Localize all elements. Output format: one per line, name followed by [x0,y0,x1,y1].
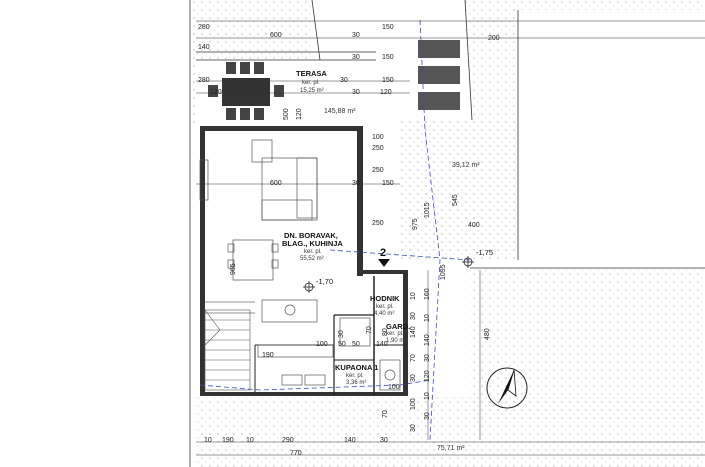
terasa-sub: ker. pl. [302,80,320,86]
kupaona-name: KUPAONA 1 [335,363,379,372]
dim: 545 [452,194,459,206]
dim: 120 [424,370,431,382]
dim: 30 [340,77,348,84]
dim: 150 [382,54,394,61]
gard-area: 1,90 m² [386,338,407,344]
dim: 10 [410,292,417,300]
boravak-line2: BLAG., KUHINJA [282,239,343,248]
dim: 100 [316,341,328,348]
dimension-lines [196,20,705,456]
dim: 975 [412,218,419,230]
dim: 250 [372,145,384,152]
dim: 70 [366,326,373,334]
dim: 200 [488,35,500,42]
dim: 140 [344,437,356,444]
dim: 70 [410,354,417,362]
boravak-area: 55,52 m² [300,256,324,262]
gard-sub: ker. pl. [386,331,404,337]
gard-name: GARD. [386,322,411,331]
boravak-sub: ker. pl. [304,249,322,255]
section-arrow [378,259,390,267]
dim: 140 [198,44,210,51]
dim: 10 [204,437,212,444]
dim: 190 [262,352,274,359]
parking-marks [418,40,460,110]
hodnik-sub: ker. pl. [376,304,394,310]
dim: 290 [282,437,294,444]
dim: 30 [352,54,360,61]
yard-lower-right [470,268,705,418]
terrace-table [208,62,284,120]
dim: 160 [424,288,431,300]
dim: 280 [198,77,210,84]
level-marker-main [303,281,315,293]
dim: 150 [382,77,394,84]
kupaona-sub: ker. pl. [346,373,364,379]
dim: 770 [290,450,302,457]
dim: 120 [210,89,222,96]
level-main: -1,70 [316,277,334,286]
dim: 400 [468,222,480,229]
dim: 100 [388,384,400,391]
boravak-line1: DN. BORAVAK, [284,231,338,240]
level-marker-outside [462,256,474,268]
dim: 140 [376,341,388,348]
yard-right-area: 39,12 m² [452,162,480,169]
dim: 250 [372,167,384,174]
dim: 10 [424,392,431,400]
dim: 500 [283,108,290,120]
dim: 30 [352,89,360,96]
dim: 480 [484,328,491,340]
dim: 280 [198,24,210,31]
dim: 10 [424,314,431,322]
dim: 190 [222,437,234,444]
dim: 80 [382,328,389,336]
yard-right-strip [400,120,520,260]
dim: 150 [382,24,394,31]
terasa-name: TERASA [296,69,327,78]
stairs [204,309,251,391]
dim: 30 [352,32,360,39]
dim: 100 [372,134,384,141]
dim: 30 [410,312,417,320]
dim: 30 [380,437,388,444]
dim: 250 [372,220,384,227]
dim: 30 [424,354,431,362]
yard-top-area: 145,88 m² [324,108,356,115]
dim: 30 [338,330,345,338]
dim: 70 [382,410,389,418]
dim: 100 [410,398,417,410]
dim: 30 [410,424,417,432]
dim: 30 [410,374,417,382]
dim: 10 [246,437,254,444]
dim: 1095 [440,264,447,280]
terasa-area: 15,25 m² [300,88,324,94]
dim: 30 [424,412,431,420]
dim: 600 [270,32,282,39]
level-outside: -1,75 [476,248,494,257]
dim: 965 [230,263,237,275]
dim: 50 [352,341,360,348]
property-lines [199,19,471,441]
dim: 600 [270,180,282,187]
dim: 50 [338,341,346,348]
north-arrow-icon [486,367,528,409]
dim: 120 [296,108,303,120]
dim: 120 [380,89,392,96]
plot-boundary [189,0,705,467]
dim: 140 [410,326,417,338]
walls [200,126,408,396]
dim: 140 [424,334,431,346]
living-furniture [199,139,401,391]
yard-bottom-area: 75,71 m² [437,445,465,452]
dim: 1015 [424,202,431,218]
kupaona-area: 3,36 m² [346,380,367,386]
hodnik-area: 4,40 m² [374,311,395,317]
section-marker: 2 [380,247,387,259]
dim: 30 [352,180,360,187]
hodnik-name: HODNIK [370,294,400,303]
dim: 150 [382,180,394,187]
